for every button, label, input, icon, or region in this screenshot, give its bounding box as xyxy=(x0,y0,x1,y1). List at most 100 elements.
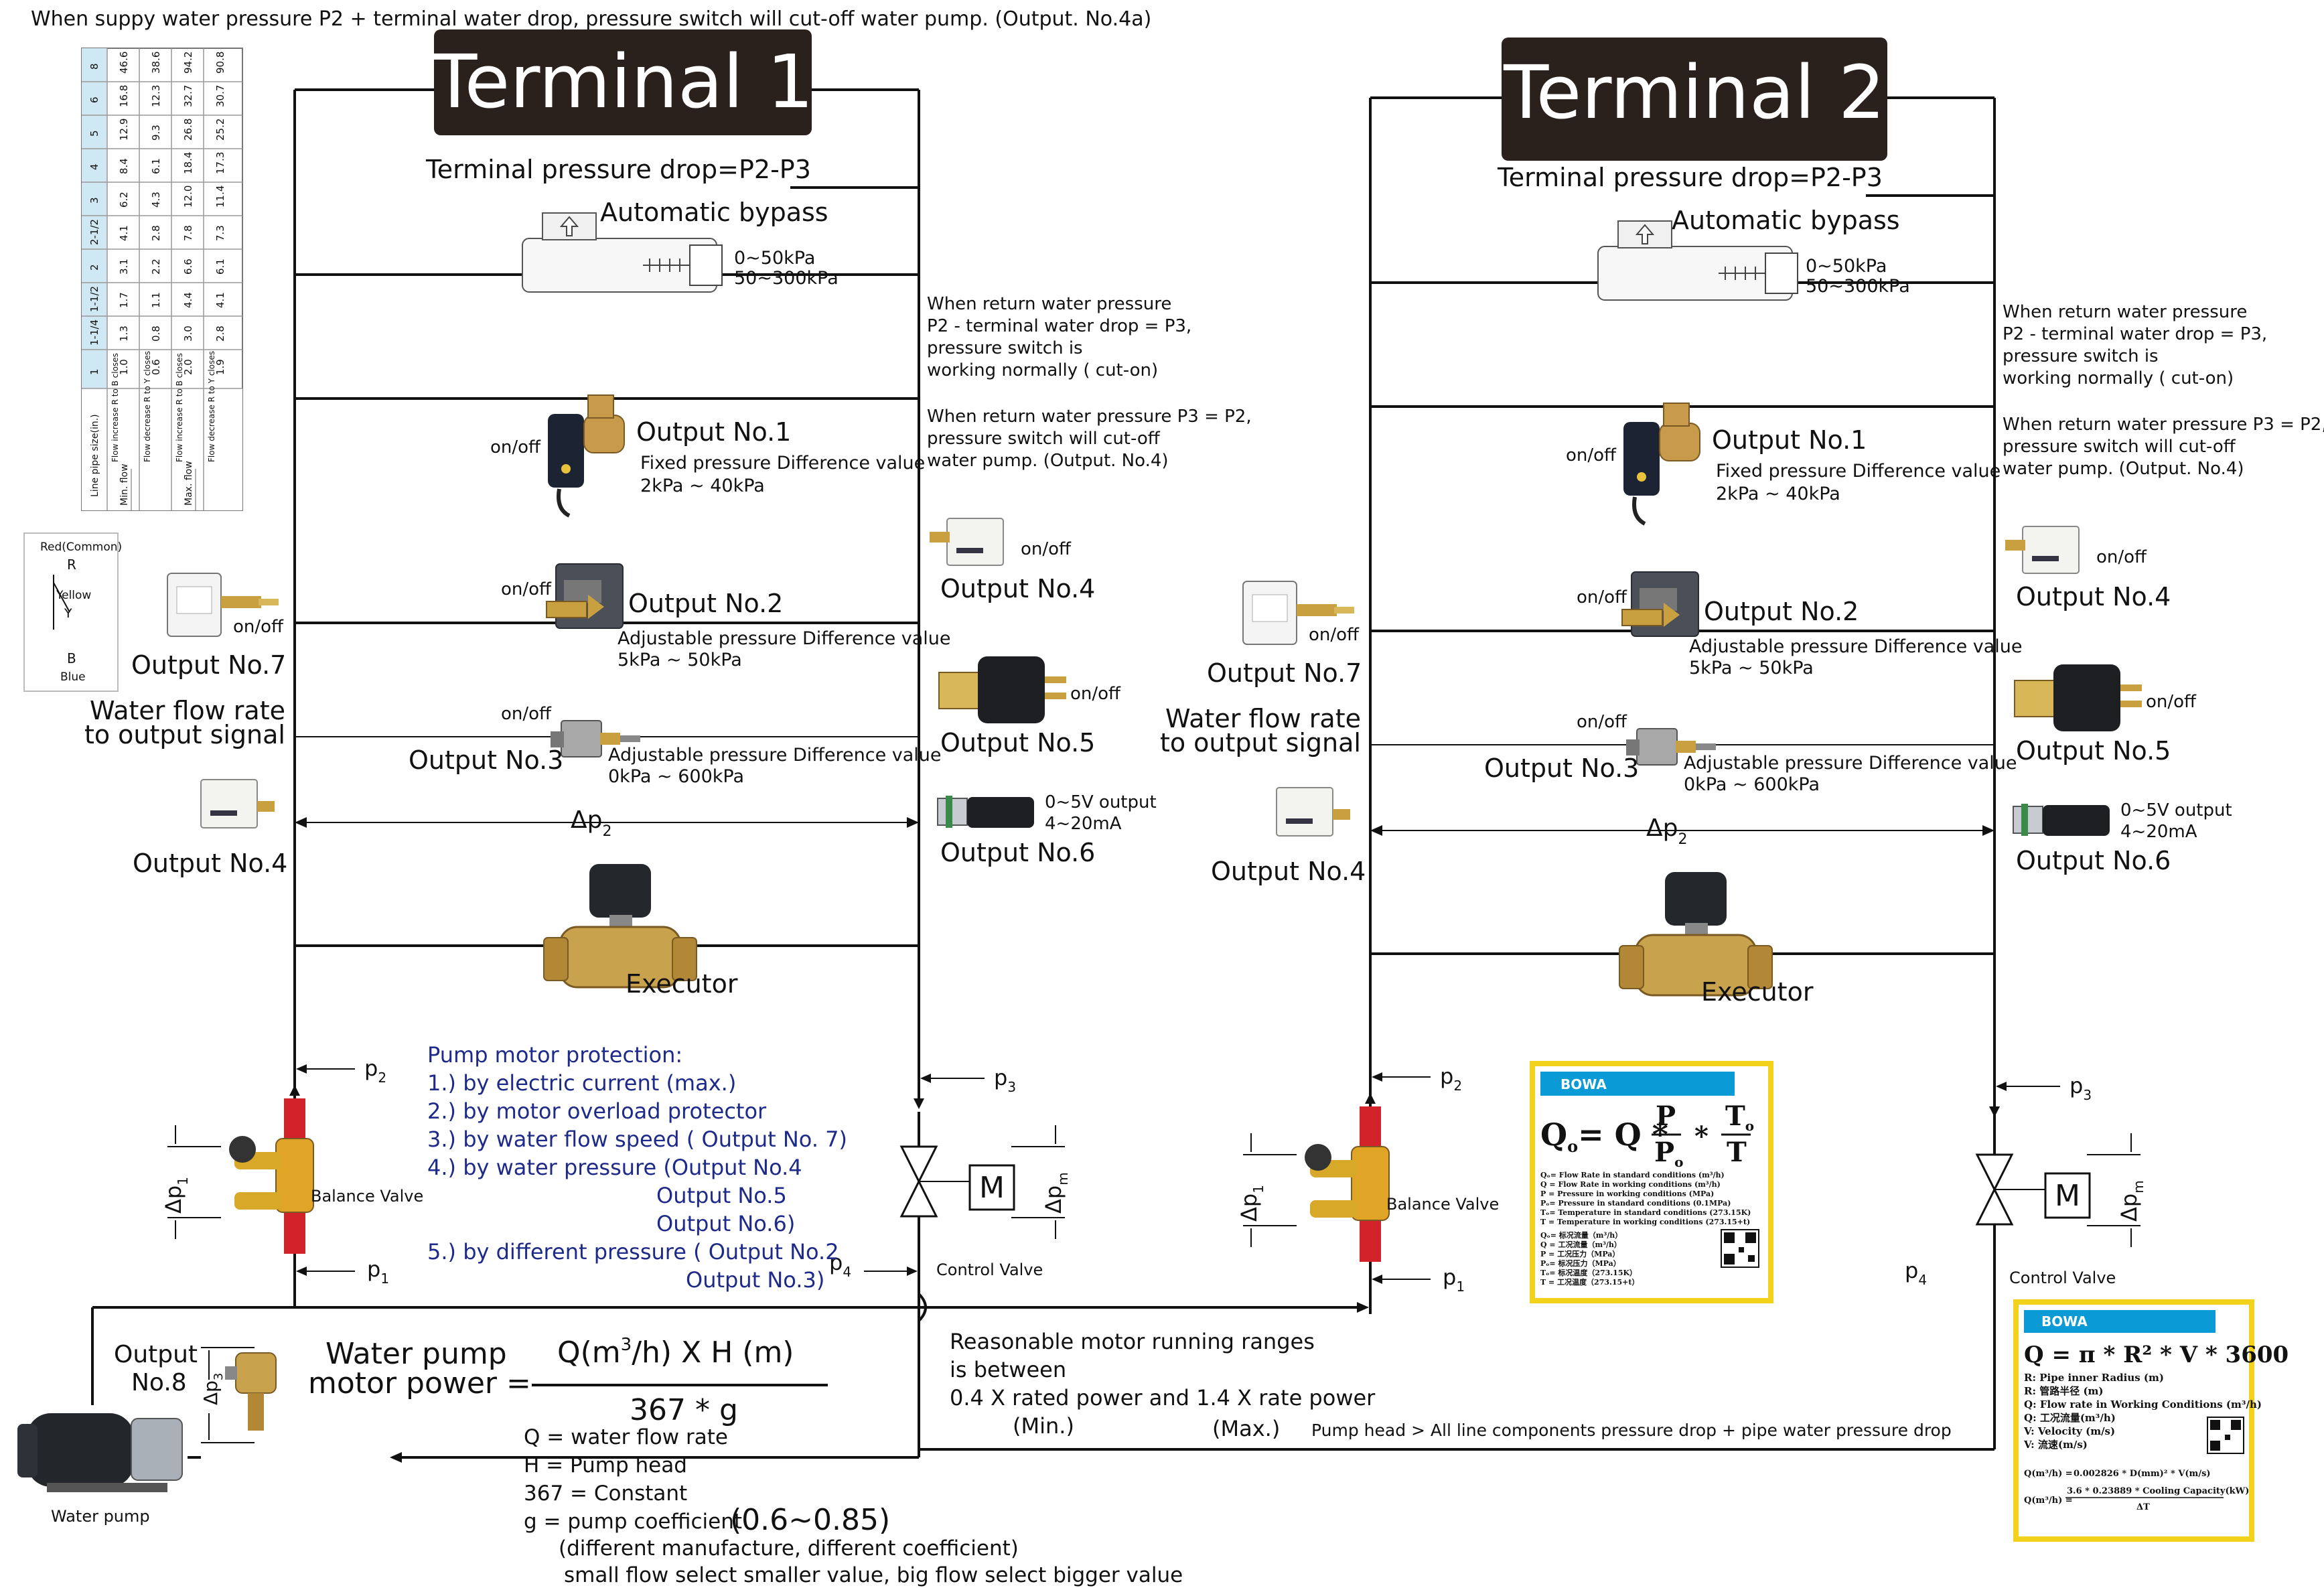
table-size: 5 xyxy=(88,130,100,137)
card-brand: BOWA xyxy=(1560,1076,1607,1092)
card1-legend: T = Temperature in working conditions (2… xyxy=(1540,1218,1750,1226)
valve-actuator-m: M xyxy=(979,1171,1005,1205)
table-cell: 4.1 xyxy=(118,225,130,241)
qr-code-icon xyxy=(2207,1417,2244,1454)
wiring-r: R xyxy=(67,557,76,573)
table-cell: 6.6 xyxy=(182,259,194,275)
card1-frac2-den: T xyxy=(1727,1137,1747,1168)
output-7-label: Output No.7 xyxy=(131,650,286,680)
executor-label: Executor xyxy=(626,969,738,999)
formula-def-h: H = Pump head xyxy=(524,1453,687,1477)
output-5-onoff: on/off xyxy=(2146,692,2197,712)
p3-label: p3 xyxy=(994,1065,1016,1095)
output-1-range: 2kPa ~ 40kPa xyxy=(640,476,765,496)
output-3-onoff: on/off xyxy=(501,704,552,724)
output-3-icon xyxy=(1626,728,1716,766)
table-size: 2-1/2 xyxy=(88,219,100,245)
output-7-onoff: on/off xyxy=(1309,625,1360,645)
wiring-yellow: Yellow xyxy=(56,589,91,602)
output-1-onoff: on/off xyxy=(490,437,541,457)
output-2-label: Output No.2 xyxy=(628,589,783,618)
table-cell: 12.3 xyxy=(150,85,162,107)
note-cut-off: When return water pressure P3 = P2, pres… xyxy=(2003,415,2324,479)
control-valve-label: Control Valve xyxy=(936,1260,1043,1279)
pump-head-note: Pump head > All line components pressure… xyxy=(1311,1421,1952,1440)
output-7-onoff: on/off xyxy=(233,617,284,637)
output-1-label: Output No.1 xyxy=(636,417,791,447)
control-valve-icon: M xyxy=(1975,1153,2091,1226)
table-cell: 46.6 xyxy=(118,52,130,74)
card1-times: * xyxy=(1694,1121,1709,1152)
card-brand: BOWA xyxy=(2041,1313,2088,1329)
table-size: 1-1/2 xyxy=(88,286,100,312)
output-6-label: Output No.6 xyxy=(940,838,1095,867)
note-cut-on: When return water pressure P2 - terminal… xyxy=(2003,302,2272,388)
table-cell: 7.8 xyxy=(182,225,194,241)
card1-legend: Q = 工况流量（m³/h） xyxy=(1540,1240,1621,1249)
formula-card-standard-flow: BOWA Qo= Q * P Po * To T Qₒ= Flow Rate i… xyxy=(1530,1061,1773,1303)
output-6-desc-1: 0~5V output xyxy=(2120,800,2232,820)
table-cell: 12.9 xyxy=(118,119,130,141)
output-6-label: Output No.6 xyxy=(2016,846,2171,875)
automatic-bypass-icon xyxy=(1597,220,1798,301)
output-4-left-icon xyxy=(200,779,275,828)
card1-frac1-num: P xyxy=(1656,1100,1676,1132)
table-cell: 1.0 xyxy=(118,359,130,375)
output-3-range: 0kPa ~ 600kPa xyxy=(1684,774,1820,795)
p1-label: p1 xyxy=(367,1256,389,1287)
output-7-label: Output No.7 xyxy=(1207,658,1362,688)
output-3-label: Output No.3 xyxy=(409,745,563,775)
pressure-drop-label: Terminal pressure drop=P2-P3 xyxy=(1497,163,1883,192)
power-label-b: motor power = xyxy=(308,1366,531,1400)
formula-def-q: Q = water flow rate xyxy=(524,1425,728,1449)
pressure-drop-label: Terminal pressure drop=P2-P3 xyxy=(425,155,811,184)
card1-legend: P = Pressure in working conditions (MPa) xyxy=(1540,1189,1714,1198)
table-cell: 94.2 xyxy=(182,52,194,74)
terminal-title: Terminal 2 xyxy=(1503,50,1885,135)
card2-legend: R: 管路半径 (m) xyxy=(2024,1385,2104,1397)
output-3-range: 0kPa ~ 600kPa xyxy=(608,766,744,787)
output-3-label: Output No.3 xyxy=(1484,753,1639,783)
wiring-legend: Red(Common) R Yellow Y B Blue xyxy=(23,532,122,692)
output-4-onoff: on/off xyxy=(2096,547,2147,567)
protection-item: Output No.5 xyxy=(656,1183,787,1208)
p1-label: p1 xyxy=(1443,1265,1465,1295)
header-note: When suppy water pressure P2 + terminal … xyxy=(31,7,1151,31)
p2-label: p2 xyxy=(1440,1064,1462,1094)
pump-protection: Pump motor protection: 1.) by electric c… xyxy=(427,1042,847,1293)
table-size: 6 xyxy=(88,96,100,103)
card1-legend: Tₒ= 标况温度（273.15K） xyxy=(1540,1268,1637,1277)
protection-item: Output No.3) xyxy=(686,1267,824,1293)
card2-legend: Q: 工况流量(m³/h) xyxy=(2024,1412,2116,1424)
table-size: 1-1/4 xyxy=(88,319,100,346)
dp2-label: Δp2 xyxy=(1646,814,1687,848)
output-2-range: 5kPa ~ 50kPa xyxy=(1689,658,1814,678)
output-3-desc: Adjustable pressure Difference value xyxy=(1684,753,2017,774)
p4-label: p4 xyxy=(1905,1258,1927,1288)
table-cell: 3.1 xyxy=(118,259,130,275)
table-cell: 0.8 xyxy=(150,326,162,342)
dp1-label: Δp1 xyxy=(161,1177,191,1214)
flow-rate-table: 8 6 5 4 3 2-1/2 2 1-1/2 1-1/4 1 Line pip… xyxy=(81,48,243,511)
valve-actuator-m: M xyxy=(2055,1179,2080,1213)
qr-code-icon xyxy=(1721,1229,1759,1268)
formula-denominator: 367 * g xyxy=(630,1393,738,1427)
table-cell: 18.4 xyxy=(182,152,194,174)
balance-valve-icon xyxy=(229,1098,314,1254)
output-5-icon xyxy=(2014,664,2142,731)
table-group-min: Min. flow xyxy=(119,463,130,506)
card2-eq2-num: 3.6 * 0.23889 * Cooling Capacity(kW) xyxy=(2067,1486,2249,1496)
executor-valve-icon xyxy=(543,864,697,989)
ranges-min: (Min.) xyxy=(1013,1413,1074,1439)
table-size: 1 xyxy=(88,368,100,375)
table-cell: 8.4 xyxy=(118,158,130,174)
formula-def-367: 367 = Constant xyxy=(524,1482,687,1506)
output-5-onoff: on/off xyxy=(1070,684,1121,704)
terminal-title: Terminal 1 xyxy=(431,39,814,125)
table-cell: 1.9 xyxy=(214,359,226,375)
table-cell: 0.6 xyxy=(150,359,162,375)
power-label-a: Water pump xyxy=(325,1337,507,1371)
card2-legend: V: Velocity (m/s) xyxy=(2023,1425,2115,1437)
output-2-label: Output No.2 xyxy=(1704,597,1859,626)
ranges-line-3: 0.4 X rated power and 1.4 X rate power xyxy=(950,1385,1376,1411)
